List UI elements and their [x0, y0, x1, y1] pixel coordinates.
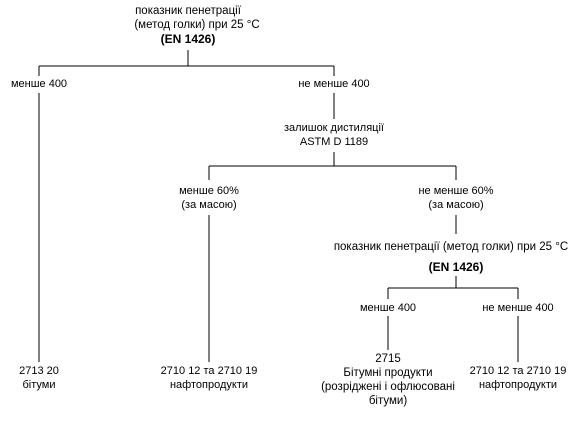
outcome-bituminous-line3: бітуми)	[368, 395, 408, 407]
outcome-oil2-code: 2710 12 та 2710 19	[469, 365, 567, 377]
level2-left-line1: менше 60%	[179, 185, 239, 197]
outcome-bituminous-code: 2715	[375, 353, 401, 365]
level2-right: не менше 60% (за масою)	[418, 184, 493, 212]
outcome-oil1-name: нафтопродукти	[169, 379, 249, 391]
level2-left: менше 60% (за масою)	[179, 184, 239, 212]
outcome-oil-products-1: 2710 12 та 2710 19 нафтопродукти	[161, 364, 258, 392]
level2-right-line1: не менше 60%	[418, 185, 494, 197]
outcome-bitumen: 2713 20 бітуми	[19, 364, 59, 392]
penetration2-title: показник пенетрації (метод голки) при 25…	[333, 241, 569, 253]
level3-left-label: менше 400	[359, 302, 417, 314]
outcome-bitumen-name: бітуми	[22, 379, 56, 391]
distillation-line2: ASTM D 1189	[299, 136, 369, 148]
penetration2-node: показник пенетрації (метод голки) при 25…	[334, 240, 568, 274]
level2-left-line2: (за масою)	[181, 199, 237, 211]
level1-right-label: не менше 400	[298, 78, 370, 90]
penetration2-standard: (EN 1426)	[428, 260, 484, 274]
root-title-line1: показник пенетрації	[135, 5, 241, 17]
distillation-node: залишок дистиляції ASTM D 1189	[284, 121, 384, 149]
outcome-oil2-name: нафтопродукти	[478, 379, 558, 391]
outcome-bituminous: 2715 Бітумні продукти (розріджені і офлю…	[321, 352, 455, 408]
outcome-oil1-code: 2710 12 та 2710 19	[160, 365, 258, 377]
outcome-bituminous-line2: (розріджені і офлюсовані	[321, 381, 455, 393]
outcome-bitumen-code: 2713 20	[19, 365, 59, 377]
distillation-line1: залишок дистиляції	[284, 122, 384, 134]
root-title-line2: (метод голки) при 25 °С	[134, 19, 260, 31]
root-standard: (EN 1426)	[160, 32, 216, 46]
outcome-bituminous-line1: Бітумні продукти	[343, 367, 433, 379]
level3-right-label: не менше 400	[482, 302, 554, 314]
root-title: показник пенетрації (метод голки) при 25…	[116, 4, 259, 46]
level2-right-line2: (за масою)	[428, 199, 484, 211]
level1-left-label: менше 400	[10, 78, 68, 90]
outcome-oil-products-2: 2710 12 та 2710 19 нафтопродукти	[470, 364, 567, 392]
